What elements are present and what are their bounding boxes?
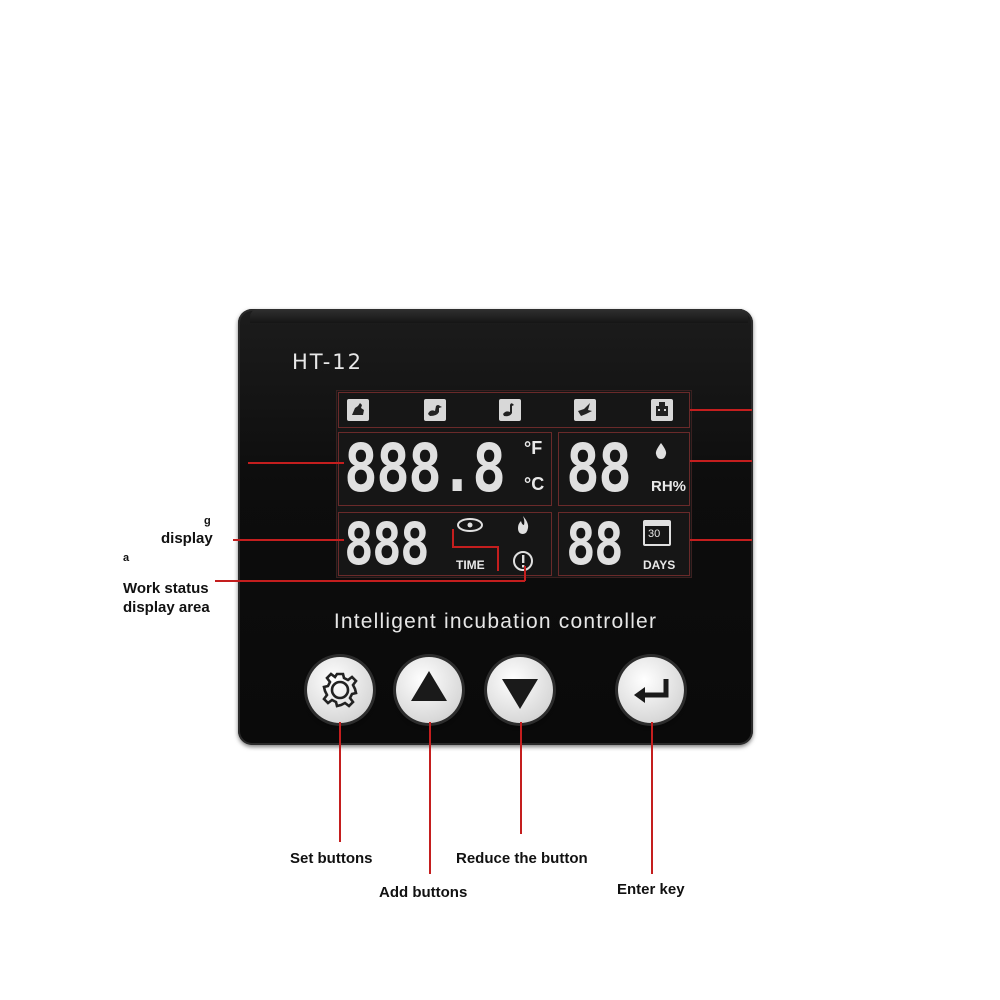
alarm-icon [512, 550, 534, 576]
leader-line-reduce [520, 722, 522, 834]
leader-line-enter [651, 722, 653, 874]
heating-flame-icon [514, 515, 532, 539]
enter-arrow-icon [634, 679, 669, 703]
days-value: 88 [566, 510, 624, 578]
days-area [558, 512, 690, 576]
leader-line-time [233, 539, 344, 541]
reduce-button-annotation: Reduce the button [456, 850, 588, 867]
bird-icon [574, 399, 596, 421]
work-status-bracket-right [497, 546, 499, 571]
leader-line-work-status-v [524, 566, 526, 581]
model-label: HT-12 [292, 350, 363, 374]
water-drop-icon [654, 442, 668, 464]
partial-annotation-1: g [204, 515, 211, 527]
humidity-value: 88 [566, 430, 632, 507]
goose-icon [499, 399, 521, 421]
rotation-icon [455, 517, 485, 537]
gear-icon [322, 672, 358, 708]
partial-annotation-2: display [161, 530, 213, 547]
time-label: TIME [456, 558, 485, 572]
temperature-value: 888.8 [344, 430, 506, 507]
enter-button[interactable] [618, 657, 684, 723]
leader-line-add [429, 722, 431, 874]
calendar-number: 30 [648, 528, 661, 540]
product-subtitle: Intelligent incubation controller [333, 610, 658, 633]
triangle-down-icon [502, 679, 538, 709]
device-top-edge [250, 309, 748, 323]
fahrenheit-unit: °F [524, 438, 543, 458]
lcd-display [336, 390, 692, 578]
work-status-annotation-line1: Work status [123, 580, 209, 597]
celsius-unit: °C [524, 474, 545, 494]
leader-line-temperature [248, 462, 344, 464]
robot-icon [651, 399, 673, 421]
humidity-area [558, 432, 690, 506]
leader-line-days [690, 539, 752, 541]
set-buttons-annotation: Set buttons [290, 850, 373, 867]
time-value: 888 [344, 510, 430, 578]
leader-line-species [690, 409, 752, 411]
work-status-bracket-bottom [452, 546, 498, 548]
humidity-unit: RH% [651, 478, 687, 495]
set-button[interactable] [307, 657, 373, 723]
species-icon-row [338, 392, 690, 428]
days-label: DAYS [643, 558, 676, 572]
partial-annotation-3: a [123, 552, 130, 564]
work-status-annotation-line2: display area [123, 599, 210, 616]
leader-line-humidity [690, 460, 752, 462]
add-buttons-annotation: Add buttons [379, 884, 468, 901]
triangle-up-icon [411, 671, 447, 701]
reduce-button[interactable] [487, 657, 553, 723]
chicken-icon [347, 399, 369, 421]
calendar-icon: 30 [643, 520, 671, 546]
temperature-area [338, 432, 552, 506]
add-button[interactable] [396, 657, 462, 723]
time-area [338, 512, 552, 576]
enter-key-annotation: Enter key [617, 881, 685, 898]
leader-line-set [339, 722, 341, 842]
leader-line-work-status-h [215, 580, 525, 582]
work-status-bracket-left [452, 529, 454, 547]
duck-icon [424, 399, 446, 421]
